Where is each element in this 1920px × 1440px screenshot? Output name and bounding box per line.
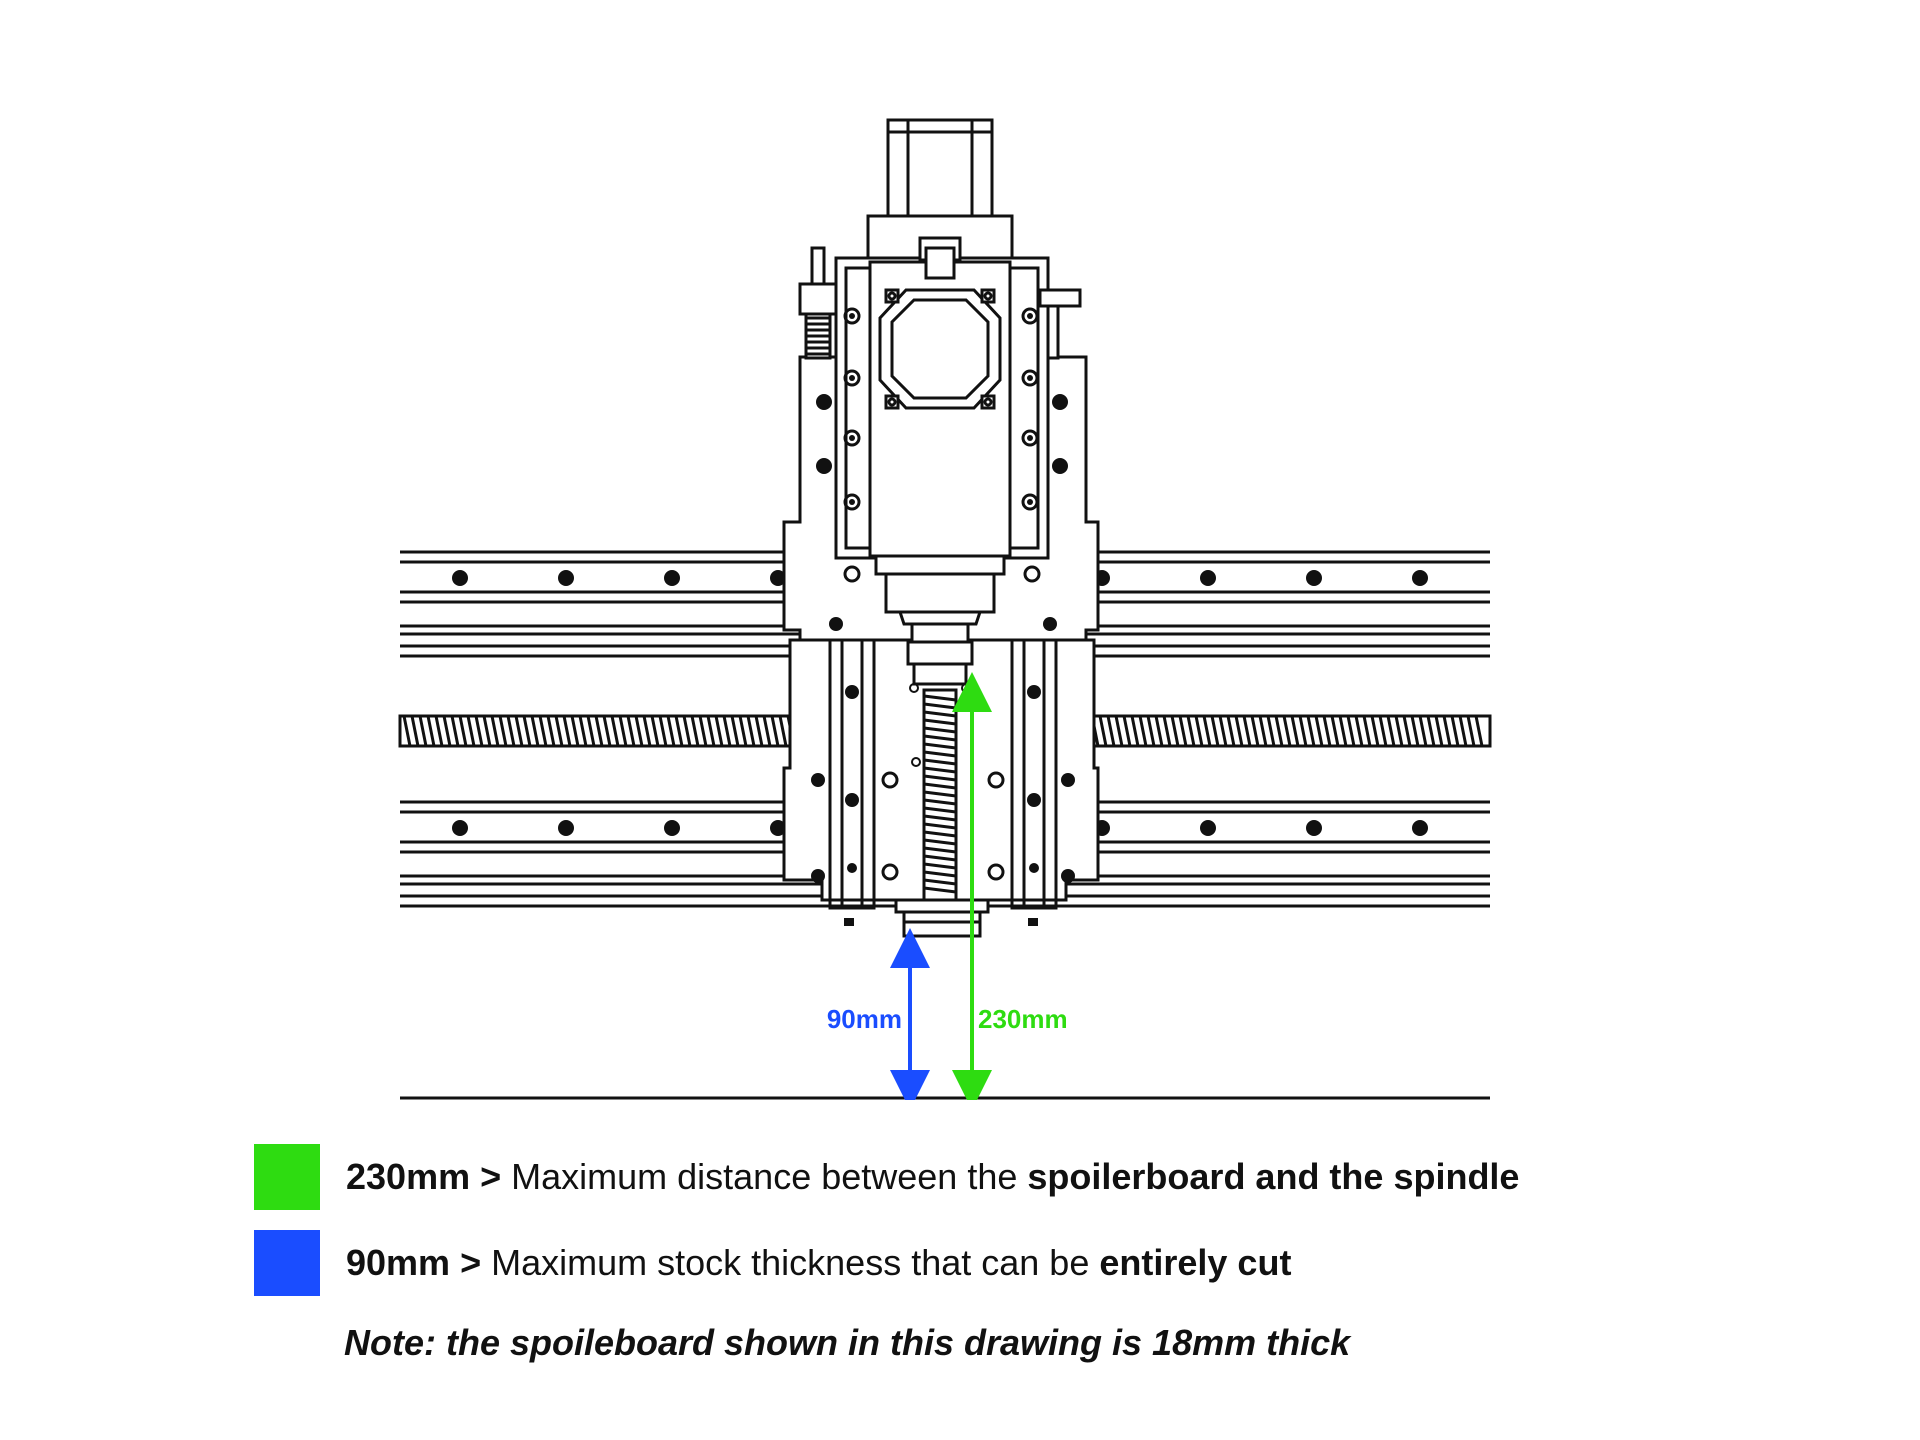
blue-dimension-label: 90mm — [827, 1004, 902, 1034]
legend-value: 90mm > — [346, 1242, 482, 1283]
green-swatch — [254, 1144, 320, 1210]
legend-row-total: 230mm > Maximum distance between the spo… — [254, 1144, 1519, 1210]
motor-cap — [866, 118, 1014, 280]
legend-description: Maximum distance between the — [511, 1156, 1018, 1197]
green-dimension-label: 230mm — [978, 1004, 1068, 1034]
legend-emphasis: spoilerboard and the spindle — [1027, 1156, 1520, 1197]
blue-swatch — [254, 1230, 320, 1296]
legend-text-total: 230mm > Maximum distance between the spo… — [346, 1156, 1519, 1198]
legend-text-stock: 90mm > Maximum stock thickness that can … — [346, 1242, 1291, 1284]
lead-screw-x — [398, 714, 1492, 748]
carriage-bolts — [775, 394, 1109, 883]
legend-row-stock: 90mm > Maximum stock thickness that can … — [254, 1230, 1291, 1296]
legend-value: 230mm > — [346, 1156, 502, 1197]
note-text: Note: the spoileboard shown in this draw… — [344, 1322, 1351, 1363]
side-clamp — [1038, 288, 1082, 360]
legend-description: Maximum stock thickness that can be — [491, 1242, 1090, 1283]
bottom-bearing-block — [894, 898, 990, 938]
legend-emphasis: entirely cut — [1099, 1242, 1292, 1283]
proximity-sensor — [798, 246, 838, 360]
spindle-motor — [868, 260, 1012, 558]
cnc-z-axis-drawing: 230mm 90mm — [398, 118, 1492, 1100]
spindle-collet — [874, 554, 1006, 686]
z-guide-rails — [828, 638, 1058, 910]
